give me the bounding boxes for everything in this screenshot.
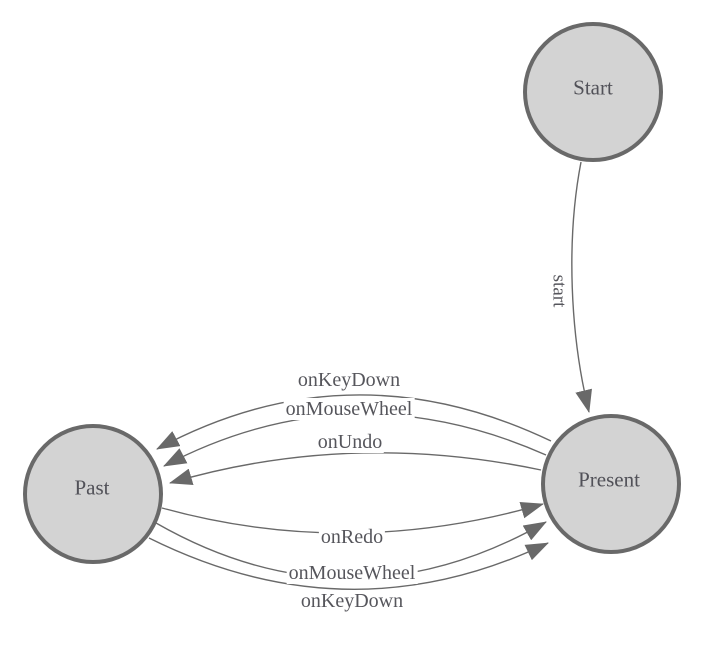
edge-label-onkeydown-top: onKeyDown [295,369,403,391]
edge-onkeydown-past-to-present [148,537,549,590]
edge-onundo-present-to-past [169,452,542,485]
node-past-circle [23,424,163,564]
edge-label-onmousewheel-bottom: onMouseWheel [286,562,418,584]
edge-label-onmousewheel-top: onMouseWheel [283,398,415,420]
edge-label-onkeydown-bottom: onKeyDown [298,590,406,612]
edge-label-start: start [547,272,570,310]
node-start-circle [523,22,663,162]
node-present-circle [541,414,681,554]
edge-start-to-present [571,161,592,413]
edge-onkeydown-present-to-past [156,394,552,450]
node-past-label: Past [74,475,110,500]
node-start-label: Start [573,75,613,100]
node-present-label: Present [578,467,640,492]
edge-label-onredo: onRedo [318,526,386,548]
edge-label-onundo: onUndo [315,431,385,453]
